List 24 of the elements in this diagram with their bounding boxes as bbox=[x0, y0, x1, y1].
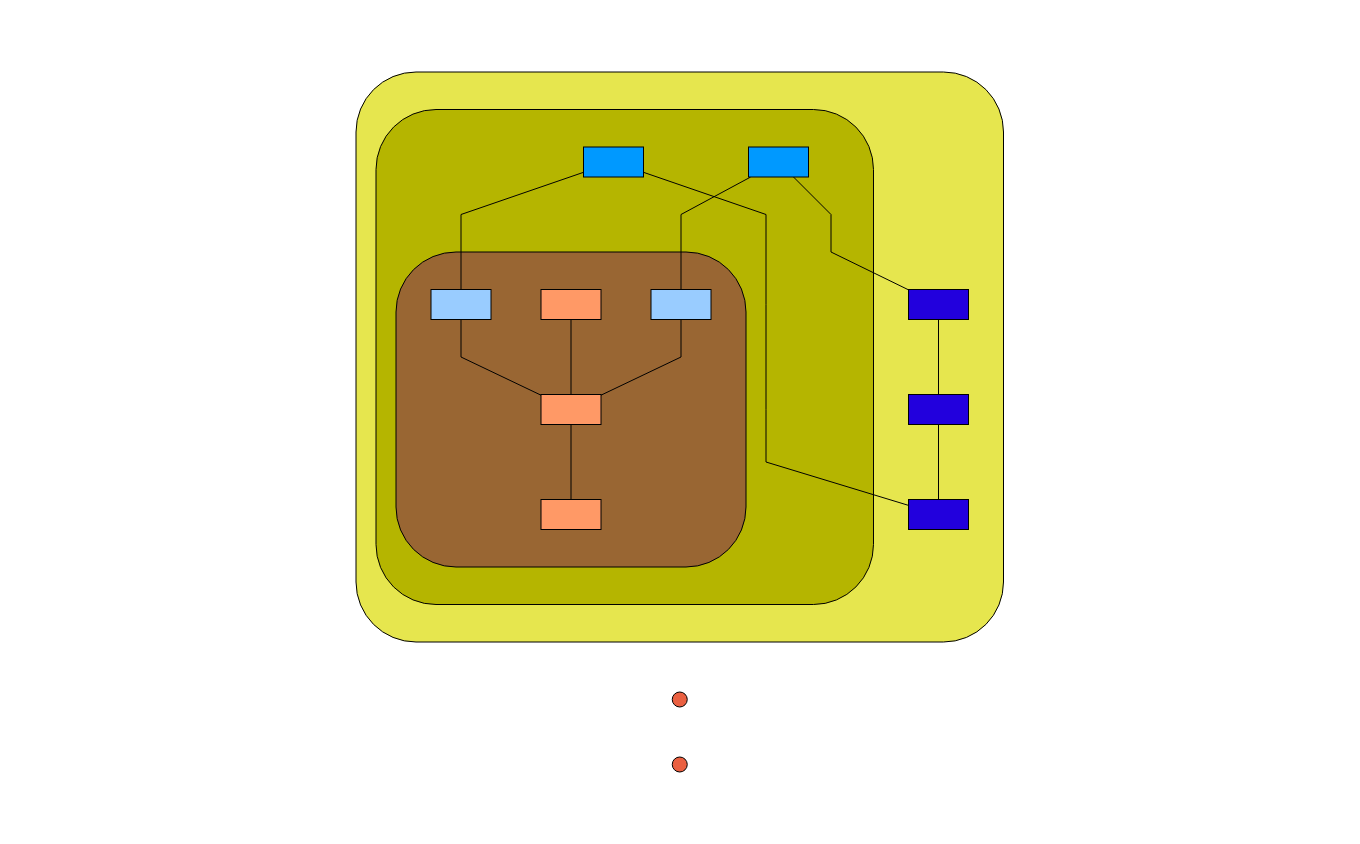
cluster bbox=[375, 109, 875, 605]
node-box bbox=[908, 394, 970, 425]
connector bbox=[643, 171, 910, 506]
node-box bbox=[540, 394, 602, 425]
connector bbox=[570, 319, 572, 395]
node-box bbox=[430, 289, 492, 320]
node-box bbox=[540, 499, 602, 530]
node-ellipse bbox=[672, 756, 688, 773]
cluster bbox=[395, 251, 747, 568]
connector bbox=[460, 171, 585, 290]
node-box bbox=[583, 146, 645, 178]
node-box bbox=[748, 146, 810, 178]
connector bbox=[570, 424, 572, 500]
connector bbox=[600, 319, 682, 396]
node-box bbox=[908, 289, 970, 320]
connector bbox=[938, 319, 940, 395]
connector bbox=[938, 424, 940, 500]
node-ellipse bbox=[672, 691, 688, 708]
node-box bbox=[650, 289, 712, 320]
cluster bbox=[355, 71, 1005, 643]
node-box bbox=[908, 499, 970, 530]
connector bbox=[460, 319, 542, 396]
node-box bbox=[540, 289, 602, 320]
connector bbox=[793, 176, 910, 291]
